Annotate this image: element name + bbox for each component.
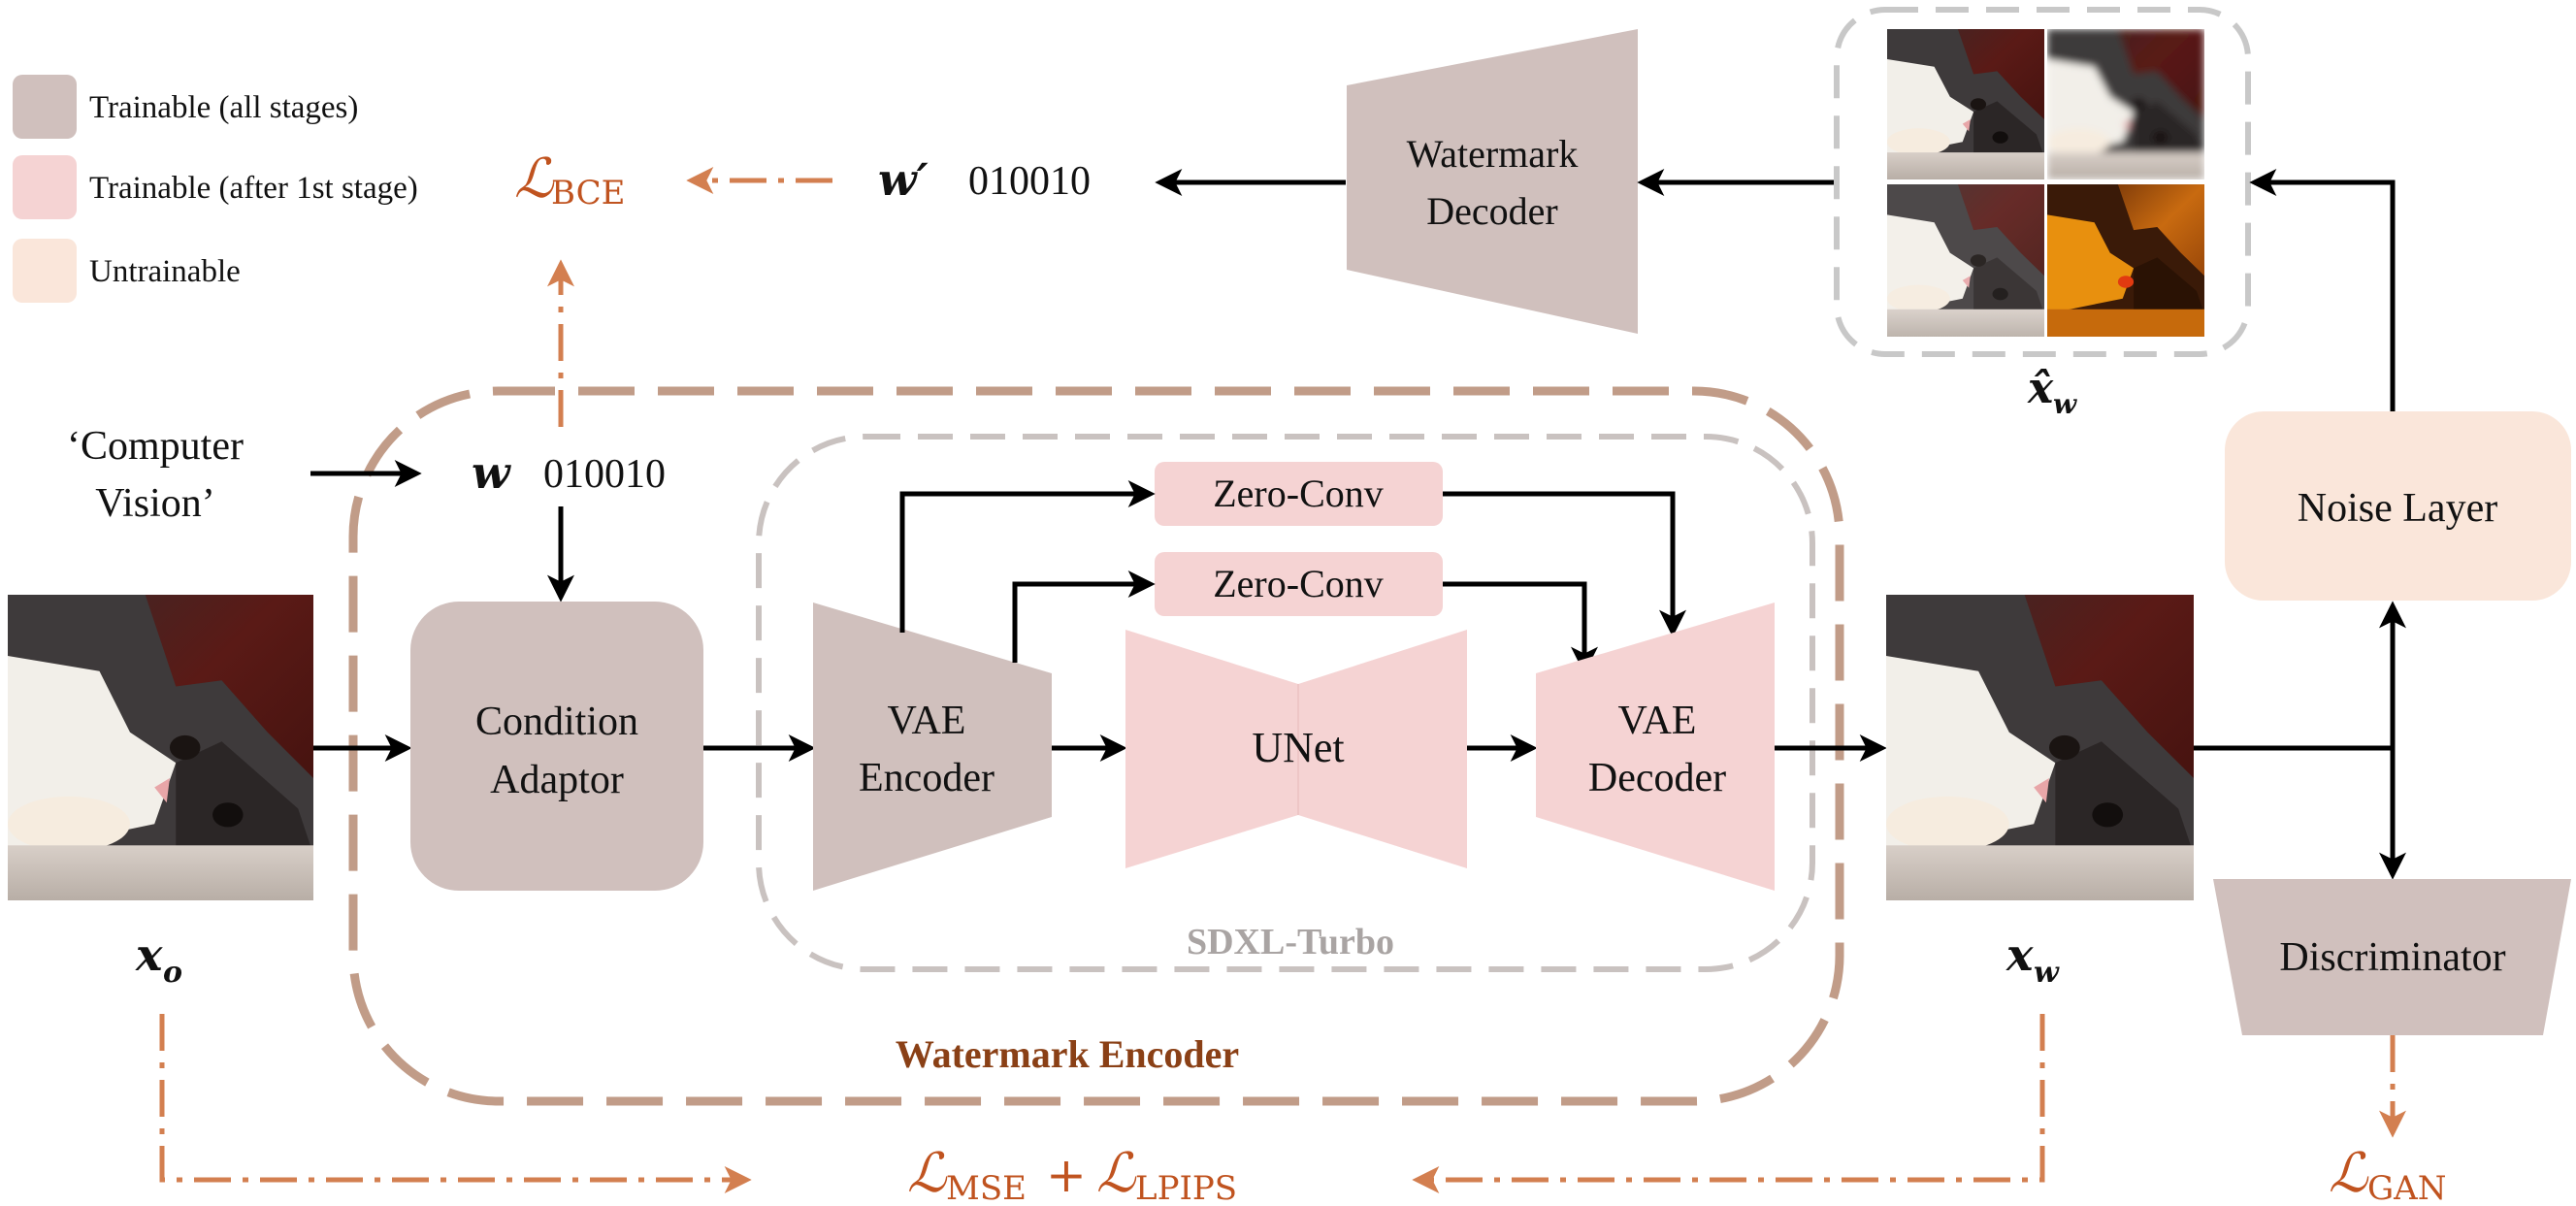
original-image-label: x o xyxy=(135,929,182,990)
watermarked-image-symbol: x xyxy=(2005,929,2034,981)
noised-image-symbol: x̂ xyxy=(2027,364,2054,413)
noise-layer-block: Noise Layer xyxy=(2225,411,2571,601)
zero-conv-block-2: Zero-Conv xyxy=(1155,552,1443,616)
noised-image-color-jitter xyxy=(2047,184,2204,337)
noised-images-group xyxy=(1834,7,2251,357)
decoded-watermark-bits: 010010 xyxy=(968,159,1091,204)
watermarked-image-label: x w xyxy=(2005,929,2060,990)
sdxl-turbo-title: SDXL-Turbo xyxy=(1187,922,1394,962)
original-image-symbol: x xyxy=(135,929,163,981)
loss-gan-subscript: GAN xyxy=(2367,1169,2446,1206)
legend-swatch-trainable-after-first xyxy=(13,155,77,219)
loss-mse-symbol: ℒ xyxy=(907,1142,948,1205)
watermark-bits: 010010 xyxy=(543,452,666,497)
loss-gan-symbol: ℒ xyxy=(2329,1142,2369,1205)
legend-label: Trainable (after 1st stage) xyxy=(89,171,418,206)
decoded-watermark-symbol: w′ xyxy=(878,153,929,206)
zero-conv-2-label: Zero-Conv xyxy=(1213,562,1384,605)
original-image xyxy=(8,595,313,900)
zero-conv-1-label: Zero-Conv xyxy=(1213,472,1384,515)
loss-lpips-subscript: LPIPS xyxy=(1135,1169,1237,1206)
noised-image-jpeg xyxy=(1887,29,2044,179)
legend-swatch-trainable-all xyxy=(13,75,77,139)
noise-layer-label: Noise Layer xyxy=(2298,486,2497,531)
vae-encoder-label-line1: VAE xyxy=(888,699,966,743)
encoder-to-zero-conv-1-arrow xyxy=(899,480,1156,633)
noised-images-border xyxy=(1834,7,2251,357)
original-image-subscript: o xyxy=(163,956,182,990)
sdxl-turbo-border xyxy=(756,434,1815,972)
text-prompt-line1: ‘Computer xyxy=(67,424,244,469)
noised-image-label: x̂ w xyxy=(2027,364,2077,420)
loss-bce: ℒ BCE xyxy=(514,147,625,212)
noise-layer-to-images-arrow xyxy=(2249,169,2396,411)
unet-label: UNet xyxy=(1252,724,1344,771)
watermark-decoder-block: Watermark Decoder xyxy=(1347,29,1638,334)
encoder-to-zero-conv-2-arrow xyxy=(1012,570,1156,663)
condition-adaptor-label-line2: Adaptor xyxy=(490,758,624,802)
noised-image-subscript: w xyxy=(2053,388,2077,420)
loss-bce-subscript: BCE xyxy=(551,174,625,212)
noised-image-blur xyxy=(2047,29,2204,179)
vae-encoder-label-line2: Encoder xyxy=(859,756,995,800)
watermark-decoder-label-line1: Watermark xyxy=(1407,132,1579,176)
discriminator-label: Discriminator xyxy=(2279,935,2505,980)
loss-gan: ℒ GAN xyxy=(2329,1142,2446,1206)
vae-decoder-label-line2: Decoder xyxy=(1588,756,1726,800)
vae-encoder-block: VAE Encoder xyxy=(813,603,1052,891)
watermark-symbol: w xyxy=(472,446,511,499)
legend-item-untrainable: Untrainable xyxy=(13,239,241,303)
text-prompt-line2: Vision’ xyxy=(95,481,214,526)
loss-bce-symbol: ℒ xyxy=(514,147,555,211)
zero-conv-1-to-decoder-arrow xyxy=(1443,491,1686,637)
legend-item-trainable-all: Trainable (all stages) xyxy=(13,75,358,139)
zero-conv-block-1: Zero-Conv xyxy=(1155,462,1443,526)
loss-reconstruction: ℒ MSE + ℒ LPIPS xyxy=(907,1142,1237,1206)
watermarked-image xyxy=(1886,595,2194,900)
loss-plus-sign: + xyxy=(1046,1147,1087,1203)
legend-label: Untrainable xyxy=(89,254,241,289)
condition-adaptor-block: Condition Adaptor xyxy=(410,602,703,891)
vae-decoder-block: VAE Decoder xyxy=(1536,603,1775,891)
legend-swatch-untrainable xyxy=(13,239,77,303)
watermark-decoder-label-line2: Decoder xyxy=(1426,189,1557,233)
watermarked-image-to-reconstruction-loss-arrow xyxy=(1412,1014,2045,1193)
discriminator-block: Discriminator xyxy=(2213,879,2571,1035)
watermark-encoder-title: Watermark Encoder xyxy=(896,1032,1239,1076)
loss-mse-subscript: MSE xyxy=(946,1169,1027,1206)
vae-decoder-label-line1: VAE xyxy=(1618,699,1697,743)
loss-lpips-symbol: ℒ xyxy=(1096,1142,1137,1205)
condition-adaptor-label-line1: Condition xyxy=(475,700,638,744)
noised-image-gaussian-noise xyxy=(1887,184,2044,337)
original-image-to-reconstruction-loss-arrow xyxy=(159,1014,752,1193)
legend: Trainable (all stages) Trainable (after … xyxy=(13,75,418,303)
unet-block: UNet xyxy=(1125,630,1467,868)
watermarked-image-subscript: w xyxy=(2034,956,2060,990)
zero-conv-2-to-decoder-arrow xyxy=(1443,581,1598,674)
legend-label: Trainable (all stages) xyxy=(89,90,358,125)
legend-item-trainable-after-first: Trainable (after 1st stage) xyxy=(13,155,418,219)
